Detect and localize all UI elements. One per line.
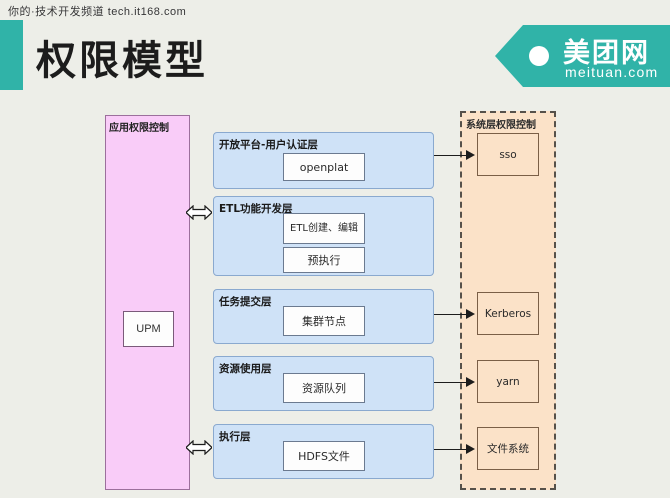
layer-box-execution: 执行层 HDFS文件 [213, 424, 434, 479]
layer-label-execution: 执行层 [219, 431, 251, 443]
node-yarn: yarn [477, 360, 539, 403]
connector-line-execution-filesystem [434, 449, 468, 450]
connector-arrow-openplat-sso [466, 150, 475, 160]
node-file-system: 文件系统 [477, 427, 539, 470]
site-watermark: 你的·技术开发频道 tech.it168.com [8, 6, 187, 18]
meituan-logo: 美团网 meituan.com [495, 25, 670, 87]
slide-header: 权限模型 美团网 meituan.com [0, 20, 670, 90]
layer-label-open-platform: 开放平台-用户认证层 [219, 139, 318, 151]
title-accent-bar [0, 20, 23, 90]
node-sso: sso [477, 133, 539, 176]
layer-label-resource-usage: 资源使用层 [219, 363, 272, 375]
page-title: 权限模型 [36, 38, 208, 84]
connector-bidirectional-upm-execution [185, 439, 213, 456]
connector-line-openplat-sso [434, 155, 468, 156]
connector-arrow-execution-filesystem [466, 444, 475, 454]
layer-box-resource-usage: 资源使用层 资源队列 [213, 356, 434, 411]
connector-arrow-task-kerberos [466, 309, 475, 319]
system-permission-control-label: 系统层权限控制 [466, 120, 536, 131]
node-resource-queue: 资源队列 [283, 373, 365, 403]
connector-line-resource-yarn [434, 382, 468, 383]
node-openplat: openplat [283, 153, 365, 181]
connector-line-task-kerberos [434, 314, 468, 315]
node-kerberos: Kerberos [477, 292, 539, 335]
node-hdfs-file: HDFS文件 [283, 441, 365, 471]
layer-label-etl-dev: ETL功能开发层 [219, 203, 293, 215]
layer-box-task-submit: 任务提交层 集群节点 [213, 289, 434, 344]
layer-label-task-submit: 任务提交层 [219, 296, 272, 308]
app-permission-control-label: 应用权限控制 [109, 123, 169, 134]
permission-model-diagram: 应用权限控制 UPM 系统层权限控制 开放平台-用户认证层 openplat E… [0, 92, 670, 498]
logo-text-en: meituan.com [565, 64, 659, 80]
node-etl-create-edit: ETL创建、编辑 [283, 213, 365, 244]
layer-box-open-platform: 开放平台-用户认证层 openplat [213, 132, 434, 189]
connector-arrow-resource-yarn [466, 377, 475, 387]
connector-bidirectional-upm-etl [185, 204, 213, 221]
layer-box-etl-dev: ETL功能开发层 ETL创建、编辑 预执行 [213, 196, 434, 276]
node-pre-execute: 预执行 [283, 247, 365, 273]
app-permission-control-column: 应用权限控制 UPM [105, 115, 190, 490]
logo-dot-icon [529, 46, 549, 66]
logo-text-cn: 美团网 [563, 38, 650, 69]
node-upm: UPM [123, 311, 174, 347]
node-cluster-node: 集群节点 [283, 306, 365, 336]
